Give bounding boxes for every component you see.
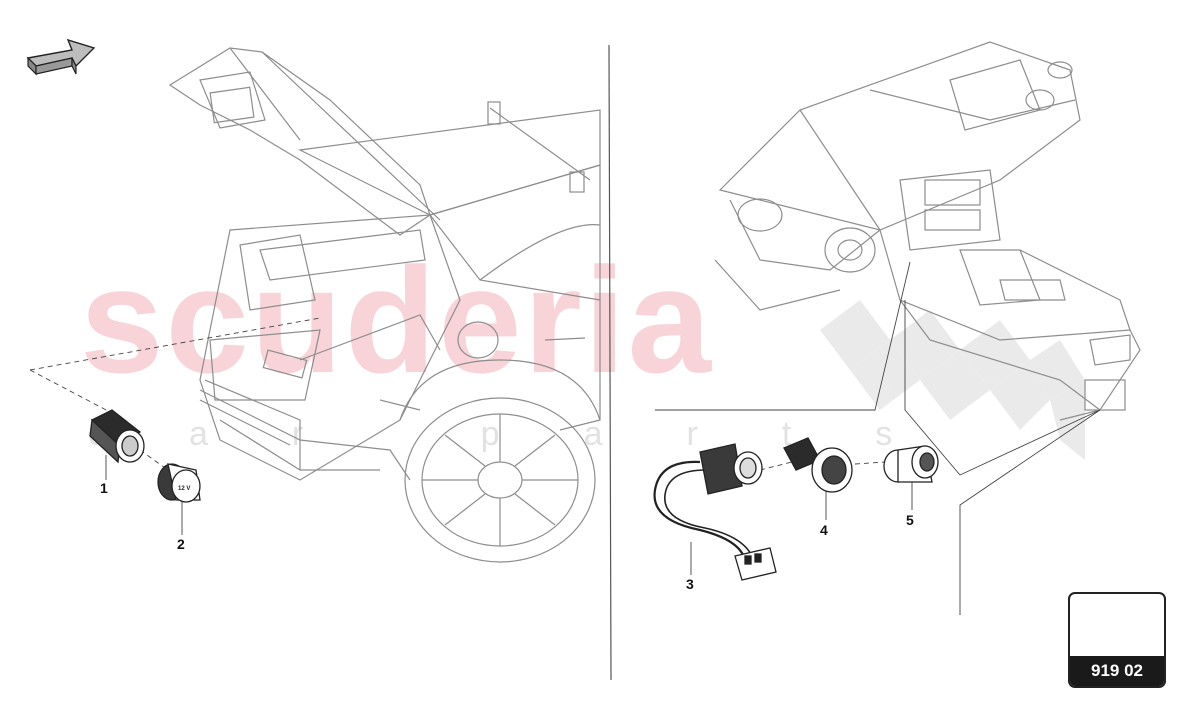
vehicle-rear-illustration (168, 47, 601, 563)
leader-lines-right (655, 261, 1101, 615)
part-2-12v-socket (157, 463, 201, 503)
checkered-flag-watermark (820, 300, 1085, 460)
callout-part-3: 3 (686, 576, 694, 592)
callout-part-5: 5 (906, 512, 914, 528)
page-number-badge: 919 02 (1068, 592, 1166, 688)
direction-arrow-icon (26, 38, 96, 76)
callout-part-1: 1 (100, 480, 108, 496)
leader-lines-left (29, 317, 321, 535)
page-number: 919 02 (1070, 656, 1164, 686)
dashboard-illustration (714, 41, 1141, 421)
watermark-text: scuderia (80, 236, 713, 404)
part-1-socket-housing (89, 409, 145, 464)
callout-part-2: 2 (177, 536, 185, 552)
callout-part-4: 4 (820, 522, 828, 538)
part-5-power-outlet (883, 445, 939, 483)
part-4-socket-clip (783, 437, 853, 493)
part-3-wiring-harness (653, 443, 777, 581)
socket-voltage-label: 12 V (178, 486, 190, 492)
section-divider (608, 44, 612, 681)
